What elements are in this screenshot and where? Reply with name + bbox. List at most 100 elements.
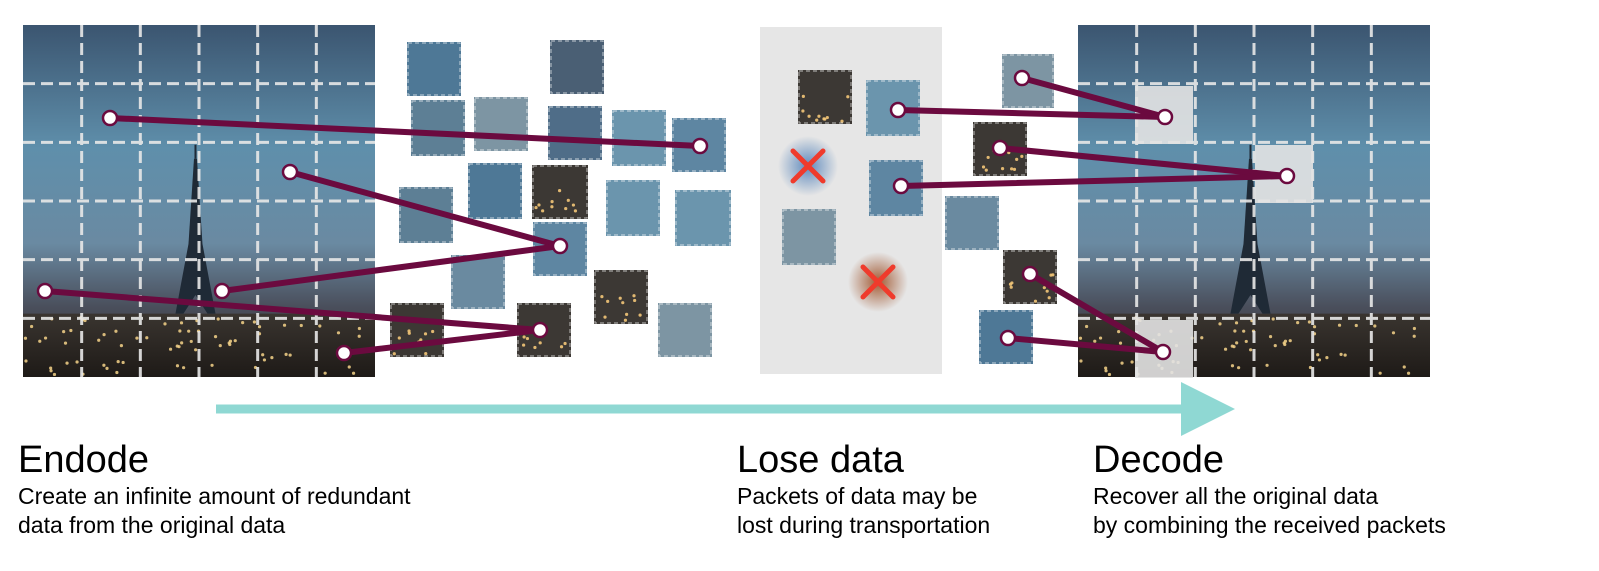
decoded-image (1078, 25, 1430, 377)
step-decode: Decode Recover all the original data by … (1093, 440, 1446, 540)
packet-border (468, 163, 522, 219)
step-lose-data-title: Lose data (737, 439, 904, 481)
connector-line (219, 243, 563, 294)
step-lose-data: Lose data Packets of data may be lost du… (737, 440, 990, 540)
connector-node (531, 321, 549, 339)
connector-line (898, 173, 1290, 189)
packet-fill (407, 42, 461, 96)
red-x-icon (790, 148, 826, 184)
connector-node (691, 137, 709, 155)
packet-border (411, 100, 465, 156)
step-encode: Endode Create an infinite amount of redu… (18, 440, 411, 540)
connector-line (997, 145, 1290, 179)
data-packet (451, 255, 505, 309)
connector-node (101, 109, 119, 127)
packet-fill (411, 100, 465, 156)
connector-node (551, 237, 569, 255)
connector-node (889, 101, 907, 119)
step-lose-data-description-line: Packets of data may be (737, 483, 978, 509)
packet-border (782, 209, 836, 265)
packet-border (1003, 250, 1057, 304)
connector-node (991, 139, 1009, 157)
step-decode-title: Decode (1093, 439, 1224, 481)
connector-line (1005, 335, 1166, 355)
packet-border (658, 303, 712, 357)
packet-border (474, 97, 528, 151)
packet-border (612, 110, 666, 166)
packet-border (550, 40, 604, 94)
packet-fill (548, 106, 602, 160)
packet-fill (550, 40, 604, 94)
data-packet (411, 100, 465, 156)
packet-border (1002, 54, 1054, 108)
connector-node (1021, 265, 1039, 283)
data-packet (945, 196, 999, 250)
data-packet (658, 303, 712, 357)
data-packet (675, 190, 731, 246)
packet-fill (782, 209, 836, 265)
connector-node (1156, 108, 1174, 126)
photo-grid (23, 25, 375, 377)
packet-fill (451, 255, 505, 309)
original-image (23, 25, 375, 377)
data-packet (550, 40, 604, 94)
connector-line (287, 169, 563, 249)
step-encode-title: Endode (18, 439, 150, 481)
connector-node (1278, 167, 1296, 185)
connector-node (1154, 343, 1172, 361)
step-lose-data-description-line: lost during transportation (737, 512, 991, 538)
data-packet (973, 122, 1027, 176)
packet-fill (675, 190, 731, 246)
connector-node (892, 177, 910, 195)
data-packet (594, 270, 648, 324)
packet-border (548, 106, 602, 160)
packet-fill (468, 163, 522, 219)
connector-node (999, 329, 1017, 347)
data-packet (606, 180, 660, 236)
packet-fill (612, 110, 666, 166)
step-lose-data-description: Packets of data may be lost during trans… (737, 482, 990, 540)
data-packet (782, 209, 836, 265)
connector-node (213, 282, 231, 300)
city-lights (23, 316, 362, 377)
connector-node (335, 344, 353, 362)
step-decode-description-line: Recover all the original data (1093, 483, 1379, 509)
packet-border (451, 255, 505, 309)
packet-fill (606, 180, 660, 236)
step-decode-description: Recover all the original data by combini… (1093, 482, 1446, 540)
data-packet (468, 163, 522, 219)
data-packet (612, 110, 666, 166)
packet-border (407, 42, 461, 96)
connector-line (895, 107, 1168, 120)
packet-border (675, 190, 731, 246)
connector-node (36, 282, 54, 300)
data-packet (532, 165, 588, 219)
packet-fill (474, 97, 528, 151)
step-encode-description-line: Create an infinite amount of redundant (18, 483, 411, 509)
packet-border (606, 180, 660, 236)
packet-border (390, 303, 444, 357)
packet-border (979, 310, 1033, 364)
step-encode-description: Create an infinite amount of redundant d… (18, 482, 411, 540)
data-packet (474, 97, 528, 151)
connector-line (42, 288, 543, 333)
data-packet (548, 106, 602, 160)
packet-border (594, 270, 648, 324)
packet-fill (658, 303, 712, 357)
connector-line (107, 115, 703, 149)
step-decode-description-line: by combining the received packets (1093, 512, 1446, 538)
packet-border (945, 196, 999, 250)
connector-node (281, 163, 299, 181)
packet-fill (798, 70, 852, 124)
data-packet (407, 42, 461, 96)
red-x-icon (860, 264, 896, 300)
packet-fill (945, 196, 999, 250)
connector-line (1019, 75, 1168, 120)
connector-node (1013, 69, 1031, 87)
connector-line (341, 327, 543, 356)
packet-border (532, 165, 588, 219)
step-encode-description-line: data from the original data (18, 512, 286, 538)
connector-line (1027, 271, 1166, 355)
